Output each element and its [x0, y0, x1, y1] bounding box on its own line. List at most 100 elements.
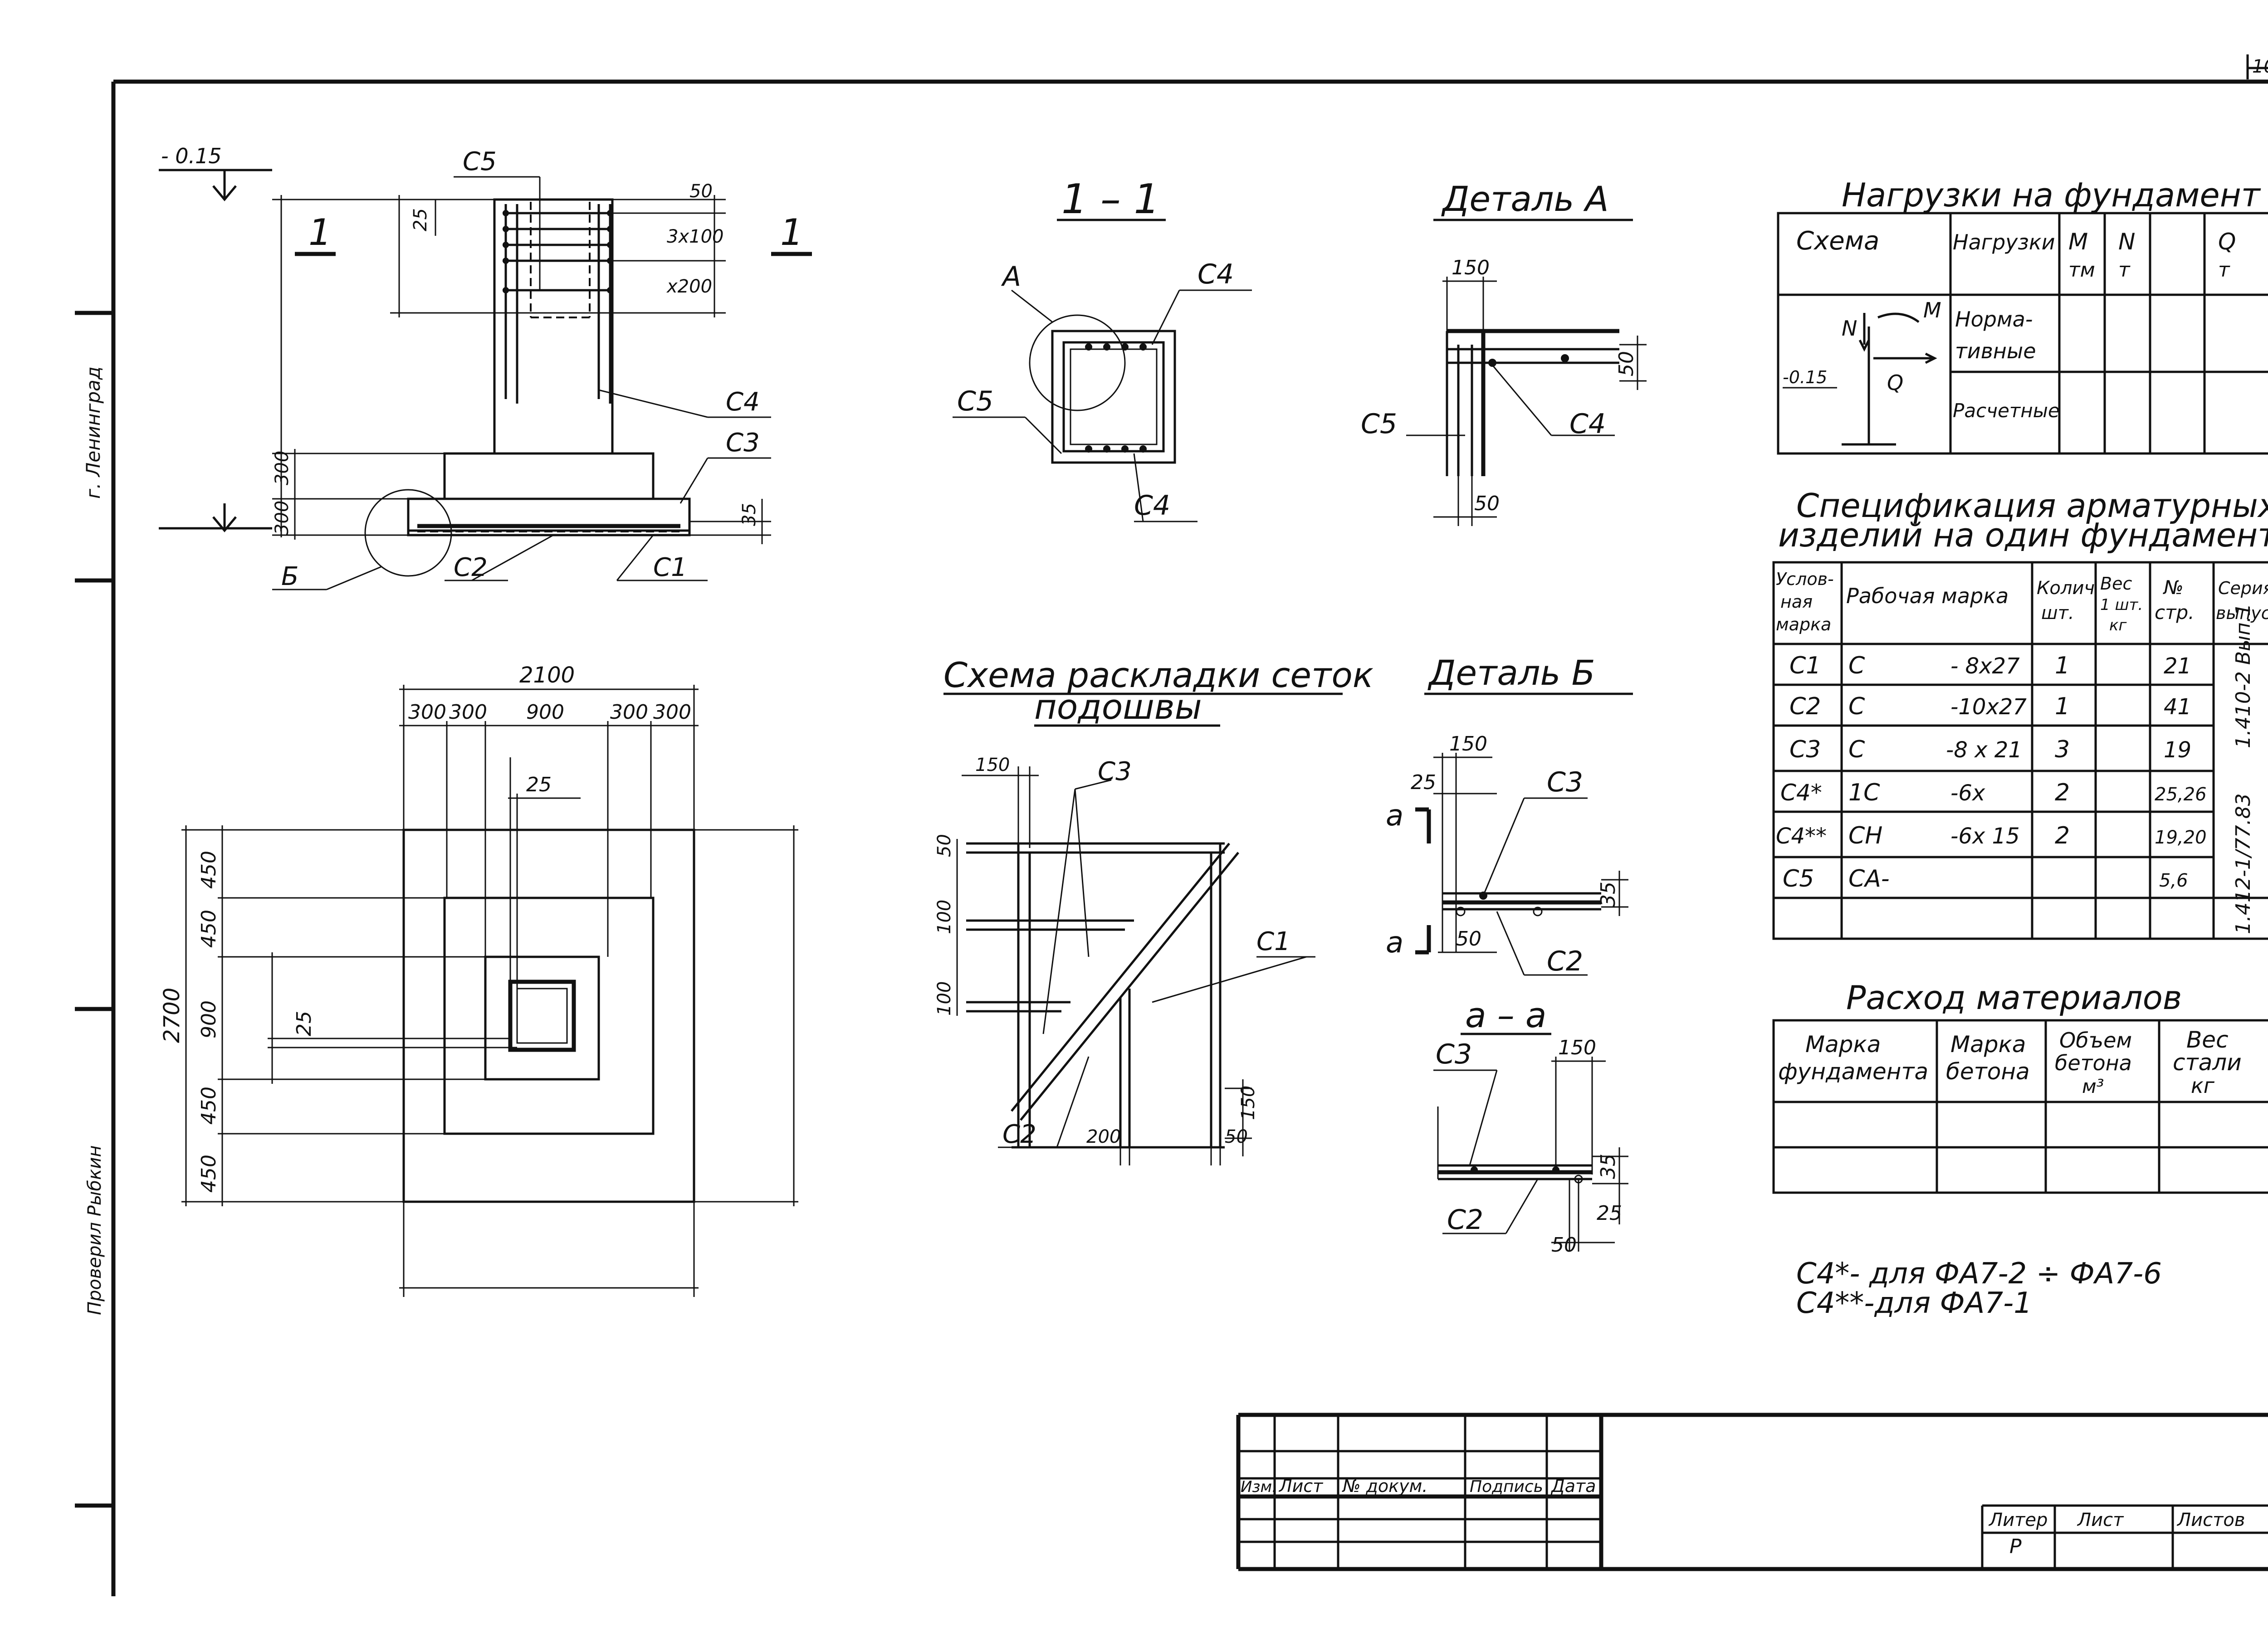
elev-label-c3: C3: [726, 428, 760, 458]
detail-b: [1415, 692, 1633, 976]
spec-h-qty-2: шт.: [2041, 603, 2074, 624]
plan-dim-450-4: 450: [197, 1155, 220, 1193]
sheet-frame: [75, 54, 2268, 1596]
tb-liter: Литер: [1988, 1510, 2048, 1531]
section-1-1: [953, 219, 1252, 522]
detB-dim-50: 50: [1456, 927, 1481, 950]
elev-label-c5: C5: [463, 147, 497, 176]
spec-table: [1772, 561, 2268, 940]
spec-row-size: -6x: [1950, 780, 1985, 806]
secAA-label-c3: C3: [1436, 1038, 1472, 1070]
spec-row-size: -6x 15: [1950, 824, 2020, 849]
spec-series-2: 1.412-1/77.83: [2232, 793, 2255, 934]
spec-row-page: 21: [2164, 653, 2191, 679]
secAA-dim-50: 50: [1551, 1233, 1577, 1257]
loads-h-scheme: Схема: [1796, 226, 1879, 256]
elev-label-c1: C1: [653, 553, 687, 582]
mat-h-volume-1: Объем: [2059, 1028, 2132, 1053]
plan-dim-2700: 2700: [159, 988, 185, 1043]
spec-row-mark: C1: [1789, 652, 1821, 679]
spec-h-qty-1: Колич: [2037, 578, 2095, 599]
spec-row-mark: C3: [1789, 736, 1821, 763]
detB-label-c3: C3: [1547, 766, 1583, 798]
tb-col-doc: № докум.: [1342, 1476, 1427, 1496]
spec-row-qty: 2: [2055, 822, 2070, 849]
tb-sheet: Лист: [2077, 1510, 2124, 1531]
spec-row-size: - 8x27: [1950, 653, 2020, 679]
secAA-dim-25: 25: [1597, 1202, 1622, 1225]
mat-h-concrete-2: бетона: [1946, 1058, 2030, 1085]
sec11-label-c4-bottom: C4: [1134, 490, 1170, 522]
mat-h-steel-3: кг: [2191, 1073, 2215, 1098]
detail-a: [1406, 219, 1647, 526]
detA-dim-50-bottom: 50: [1474, 492, 1500, 515]
section-1-1-title: 1 – 1: [1061, 175, 1160, 223]
detA-label-c4: C4: [1569, 408, 1606, 440]
spec-h-weight-3: кг: [2109, 616, 2127, 634]
spec-title-1: Спецификация арматурных: [1796, 487, 2268, 525]
plan-dim-450-3: 450: [197, 1087, 220, 1125]
plan-dim-450-2: 450: [197, 910, 220, 948]
elev-dim-300b: 300: [272, 501, 293, 535]
loads-h-m: M: [2068, 229, 2088, 255]
spec-h-series-1: Серия: [2218, 578, 2268, 598]
elev-dim-25: 25: [410, 208, 431, 231]
elev-dim-50: 50: [689, 181, 713, 202]
detB-cut-a-bottom: а: [1386, 926, 1403, 960]
spec-row-page: 19,20: [2155, 827, 2207, 848]
note-c4-star: C4*- для ФА7-2 ÷ ФА7-6: [1796, 1257, 2162, 1291]
detail-a-title: Деталь А: [1441, 179, 1609, 219]
note-c4-double-star: C4**-для ФА7-1: [1796, 1287, 2032, 1320]
scheme-q: Q: [1887, 370, 1903, 395]
spec-row-type: CA-: [1848, 865, 1890, 892]
secAA-label-c2: C2: [1447, 1204, 1483, 1236]
sec11-label-a: А: [1001, 261, 1021, 292]
plan-dim-25-top: 25: [526, 773, 552, 796]
elev-dim-35: 35: [739, 503, 760, 526]
mesh-dim-50-bottom: 50: [1225, 1126, 1248, 1147]
plan-dim-300-2: 300: [449, 701, 487, 724]
loads-row-normative-1: Норма-: [1955, 307, 2033, 331]
spec-h-mark-3: марка: [1776, 614, 1831, 634]
spec-row-mark: C4*: [1780, 780, 1822, 806]
plan-dim-25-left: 25: [293, 1011, 316, 1036]
spec-h-page-1: №: [2163, 576, 2184, 599]
spec-title-2: изделий на один фундамент: [1778, 516, 2268, 554]
detA-dim-150: 150: [1452, 256, 1490, 279]
spec-row-page: 25,26: [2155, 784, 2207, 805]
mesh-dim-100a: 100: [934, 900, 955, 934]
detA-label-c5: C5: [1361, 408, 1397, 440]
spec-h-weight-1: Вес: [2100, 574, 2132, 594]
loads-h-n-unit: т: [2118, 258, 2131, 282]
detB-dim-35: 35: [1597, 882, 1620, 907]
sec11-label-c4-top: C4: [1198, 258, 1234, 290]
detB-cut-a-top: а: [1386, 799, 1403, 833]
secAA-dim-150: 150: [1558, 1036, 1596, 1059]
side-city: г. Ленинград: [82, 366, 104, 499]
detA-dim-50-right: 50: [1615, 351, 1638, 376]
spec-row-page: 19: [2164, 737, 2191, 763]
elev-dim-300a: 300: [272, 451, 293, 485]
scheme-level: -0.15: [1783, 367, 1827, 387]
spec-row-type: 1C: [1848, 779, 1880, 806]
spec-row-qty: 1: [2055, 693, 2070, 720]
tb-col-sheet: Лист: [1278, 1476, 1324, 1496]
spec-row-type: CH: [1848, 822, 1882, 849]
mesh-scheme: [943, 692, 1343, 1165]
sec11-label-c5: C5: [957, 385, 993, 417]
spec-row-page: 41: [2164, 694, 2191, 720]
section-a-a-title: а – а: [1465, 995, 1546, 1035]
materials-table: [1772, 1019, 2268, 1194]
elev-dim-3x100: 3x100: [667, 226, 723, 247]
spec-row-type: C: [1848, 652, 1865, 679]
detB-label-c2: C2: [1547, 946, 1583, 977]
foundation-plan: [181, 685, 798, 1297]
mat-h-steel-2: стали: [2173, 1049, 2242, 1076]
loads-row-normative-2: тивные: [1955, 339, 2036, 363]
side-project: Проверил Рыбкин: [84, 1145, 105, 1315]
elev-label-b: Б: [281, 562, 298, 591]
spec-h-page-2: стр.: [2155, 601, 2195, 624]
spec-h-series-2: выпуск: [2216, 603, 2268, 623]
foundation-elevation: [159, 169, 812, 590]
